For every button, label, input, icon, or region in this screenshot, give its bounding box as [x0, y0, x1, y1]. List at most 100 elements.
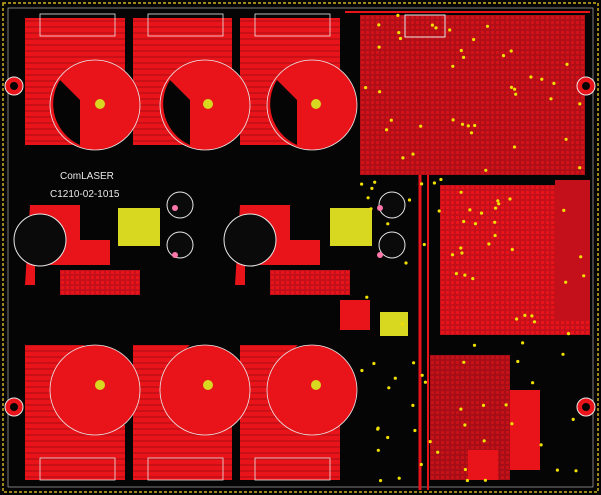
via — [473, 123, 477, 128]
via — [360, 182, 364, 186]
via — [462, 219, 466, 224]
via — [509, 49, 513, 53]
via-field — [360, 13, 586, 483]
via — [465, 478, 469, 483]
via — [571, 417, 575, 421]
via — [472, 343, 477, 347]
via — [530, 314, 534, 318]
via — [496, 199, 500, 203]
via — [516, 359, 520, 364]
via — [494, 206, 498, 210]
via — [454, 272, 458, 276]
via — [419, 124, 423, 128]
via — [372, 361, 376, 366]
via — [434, 26, 438, 30]
control-logic-area — [345, 11, 590, 490]
via — [369, 207, 373, 211]
via — [462, 55, 466, 60]
via — [493, 233, 497, 238]
brand-label: ComLASER — [60, 171, 114, 182]
via — [472, 37, 476, 42]
via — [370, 186, 374, 190]
via — [419, 462, 423, 467]
via — [360, 368, 364, 373]
via — [385, 128, 389, 132]
via — [540, 77, 544, 81]
via — [373, 180, 377, 184]
via — [393, 376, 397, 380]
via — [493, 220, 497, 224]
bottom-power-blocks — [25, 344, 358, 481]
via — [521, 341, 525, 345]
via — [377, 23, 381, 27]
via — [459, 48, 463, 53]
via — [376, 427, 380, 431]
via — [411, 152, 415, 156]
via — [469, 131, 474, 135]
via — [509, 85, 514, 89]
via — [430, 23, 434, 27]
via — [564, 137, 568, 141]
via — [463, 467, 467, 472]
via — [482, 439, 486, 443]
via — [420, 373, 424, 377]
via — [397, 30, 401, 35]
driver-section — [13, 191, 408, 336]
via — [378, 90, 382, 94]
via — [514, 92, 518, 96]
via — [400, 322, 404, 326]
via — [562, 208, 566, 212]
via — [531, 381, 535, 385]
via — [529, 75, 533, 79]
via — [432, 181, 436, 185]
via — [459, 246, 463, 250]
via — [510, 247, 514, 252]
via — [508, 197, 512, 201]
via — [407, 198, 412, 202]
via — [473, 222, 478, 226]
via — [413, 428, 417, 433]
via — [459, 190, 463, 194]
via — [460, 122, 465, 126]
via — [451, 64, 455, 68]
via — [504, 403, 508, 407]
via — [397, 476, 401, 480]
via — [497, 202, 501, 206]
via — [501, 54, 506, 58]
via — [532, 320, 537, 324]
via — [439, 177, 443, 182]
via — [484, 168, 488, 172]
via — [561, 352, 565, 356]
mount-holes — [4, 76, 596, 417]
via — [364, 86, 368, 90]
via — [386, 222, 390, 226]
via — [487, 242, 491, 246]
via — [387, 386, 391, 390]
via — [404, 261, 408, 265]
via — [411, 403, 415, 407]
via — [451, 118, 455, 122]
via — [398, 36, 403, 41]
via — [564, 280, 568, 284]
via — [423, 380, 427, 384]
via — [463, 273, 467, 277]
via — [512, 145, 517, 149]
via — [377, 45, 381, 49]
via — [471, 277, 475, 281]
via — [386, 435, 390, 440]
top-power-blocks — [25, 13, 358, 151]
via — [459, 407, 463, 411]
via — [481, 403, 486, 407]
board-inner-outline — [7, 7, 594, 488]
part-number-label: C1210-02-1015 — [50, 189, 120, 200]
via — [462, 360, 466, 364]
via — [582, 274, 586, 278]
via — [365, 295, 369, 299]
via — [428, 440, 432, 444]
via — [552, 81, 556, 85]
via — [566, 332, 571, 336]
via — [389, 118, 393, 122]
